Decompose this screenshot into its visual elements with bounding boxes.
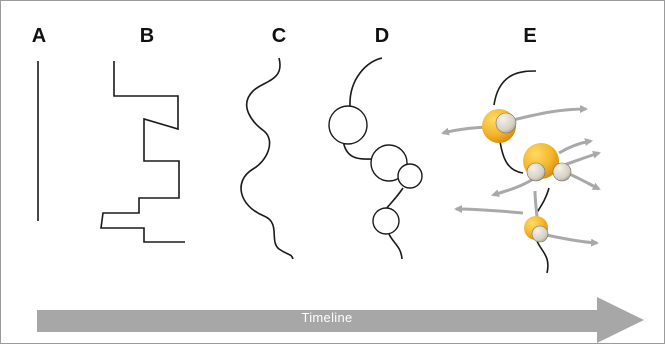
grey-subunit-2a (526, 162, 546, 182)
panel-label-e: E (523, 25, 537, 47)
panel-label-c: C (271, 25, 287, 47)
timeline-label: Timeline (301, 310, 353, 325)
panel-d-bead-4 (372, 207, 400, 235)
panel-d-beaded-strand (328, 57, 423, 260)
movement-arrow (491, 177, 534, 198)
movement-arrow (558, 138, 593, 155)
movement-arrow (508, 105, 588, 123)
grey-subunit-1 (495, 112, 517, 134)
panel-label-a: A (31, 25, 47, 47)
panel-d-bead-1 (328, 105, 368, 145)
panel-label-d: D (374, 25, 390, 47)
grey-subunit-2b (552, 162, 572, 182)
panel-e-strand-with-complexes (441, 70, 601, 274)
movement-arrow (566, 171, 601, 191)
panel-b-zigzag-strand (100, 61, 185, 243)
grey-subunit-3 (531, 225, 549, 243)
movement-arrow (454, 205, 524, 215)
timeline-arrow (37, 297, 644, 343)
movement-arrow (533, 190, 539, 218)
panel-c-wavy-strand (240, 57, 294, 260)
movement-arrow (545, 233, 599, 247)
panel-label-b: B (139, 25, 155, 47)
panel-d-bead-3 (397, 163, 423, 189)
